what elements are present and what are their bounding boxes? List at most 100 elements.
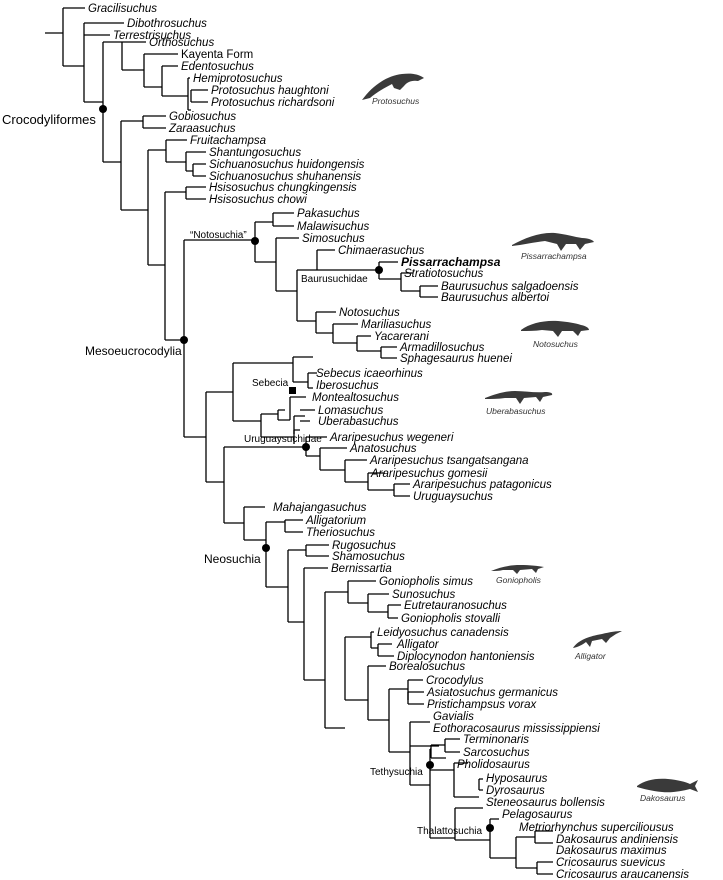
- clade-label-neosuchia: Neosuchia: [204, 552, 261, 566]
- taxon-label: Sunosuchus: [392, 589, 456, 601]
- taxon-label: Fruitachampsa: [190, 135, 266, 147]
- taxon-label: Simosuchus: [302, 233, 365, 245]
- taxon-label: Eothoracosaurus mississippiensi: [433, 723, 600, 735]
- dakosaurus-silhouette: Dakosaurus: [637, 778, 698, 803]
- taxon-label: Pakasuchus: [297, 208, 360, 220]
- silhouette-label: Uberabasuchus: [486, 406, 546, 416]
- taxon-label: Kayenta Form: [181, 49, 253, 61]
- taxon-label: Edentosuchus: [181, 61, 254, 73]
- taxon-label: Dakosaurus maximus: [556, 845, 667, 857]
- node-sebecia: [289, 387, 296, 394]
- taxon-label: Goniopholis simus: [379, 576, 473, 588]
- clade-labels: Crocodyliformes “Notosuchia” Baurusuchid…: [2, 112, 482, 837]
- taxon-label: Pholidosaurus: [457, 759, 530, 771]
- taxon-label: Uruguaysuchus: [413, 491, 493, 503]
- taxon-label: Baurusuchus salgadoensis: [441, 281, 579, 293]
- taxon-label: Araripesuchus gomesii: [370, 468, 488, 480]
- taxon-label: Hyposaurus: [486, 773, 548, 785]
- silhouette-label: Notosuchus: [533, 339, 579, 349]
- taxon-label: Pristichampsus vorax: [427, 699, 538, 711]
- taxon-label: Lomasuchus: [318, 405, 383, 417]
- taxon-label: Sphagesaurus huenei: [400, 353, 512, 365]
- taxon-label: Gavialis: [433, 711, 474, 723]
- node-crocodyliformes: [99, 105, 107, 113]
- silhouette-label: Protosuchus: [372, 96, 420, 106]
- taxon-label: Montealtosuchus: [312, 392, 399, 404]
- taxon-label: Terrestrisuchus: [113, 30, 191, 42]
- clade-label-sebecia: Sebecia: [252, 378, 289, 389]
- taxon-label: Notosuchus: [339, 307, 400, 319]
- notosuchus-silhouette: Notosuchus: [521, 320, 589, 349]
- silhouettes: Protosuchus Pissarrachampsa Notosuchus U…: [362, 73, 698, 803]
- clade-label-tethysuchia: Tethysuchia: [370, 767, 423, 778]
- taxon-label: Gracilisuchus: [88, 3, 157, 15]
- taxon-label: Goniopholis stovalli: [401, 613, 501, 625]
- taxon-label: Hsisosuchus chungkingensis: [209, 182, 357, 194]
- taxon-label: Araripesuchus wegeneri: [329, 432, 454, 444]
- taxon-label: Hsisosuchus chowi: [209, 194, 307, 206]
- taxon-label: Shantungosuchus: [209, 147, 301, 159]
- taxon-label: Asiatosuchus germanicus: [426, 687, 558, 699]
- taxon-label: Sichuanosuchus huidongensis: [209, 159, 365, 171]
- node-markers: [99, 105, 494, 832]
- goniopholis-silhouette: Goniopholis: [491, 565, 544, 585]
- taxon-label: Iberosuchus: [316, 380, 379, 392]
- taxon-label: Sebecus icaeorhinus: [316, 368, 423, 380]
- taxon-label: Cricosaurus suevicus: [556, 857, 666, 869]
- silhouette-label: Alligator: [574, 651, 607, 661]
- taxon-label: Chimaerasuchus: [338, 245, 425, 257]
- taxon-label: Terminonaris: [463, 734, 529, 746]
- taxon-label: Stratiotosuchus: [404, 268, 484, 280]
- clade-label-uruguaysuchidae: Uruguaysuchidae: [244, 434, 322, 445]
- taxon-label-pissarrachampsa: Pissarrachampsa: [401, 255, 501, 269]
- taxon-label: Dyrosaurus: [486, 785, 545, 797]
- taxon-label: Sichuanosuchus shuhanensis: [209, 171, 361, 183]
- taxon-label: Mariliasuchus: [361, 319, 432, 331]
- taxon-label: Crocodylus: [426, 675, 484, 687]
- silhouette-label: Goniopholis: [496, 575, 542, 585]
- taxon-label: Rugosuchus: [332, 540, 396, 552]
- taxon-labels: Gracilisuchus Dibothrosuchus Terrestrisu…: [88, 3, 689, 880]
- taxon-label: Borealosuchus: [389, 661, 465, 673]
- node-mesoeucrocodylia: [180, 336, 188, 344]
- taxon-label: Araripesuchus tsangatsangana: [369, 455, 529, 467]
- taxon-label: Protosuchus richardsoni: [211, 97, 335, 109]
- taxon-label: Orthosuchus: [149, 37, 214, 49]
- taxon-label: Pelagosaurus: [502, 809, 573, 821]
- uberabasuchus-silhouette: Uberabasuchus: [485, 391, 553, 416]
- taxon-label: Eutretauranosuchus: [404, 600, 507, 612]
- taxon-label: Dakosaurus andiniensis: [556, 834, 678, 846]
- taxon-label: Zaraasuchus: [168, 123, 236, 135]
- taxon-label: Gobiosuchus: [169, 111, 236, 123]
- taxon-label: Dibothrosuchus: [127, 18, 207, 30]
- taxon-label: Diplocynodon hantoniensis: [397, 651, 535, 663]
- clade-label-thalattosuchia: Thalattosuchia: [417, 826, 482, 837]
- taxon-label: Anatosuchus: [349, 443, 417, 455]
- clade-label-mesoeucrocodylia: Mesoeucrocodylia: [85, 344, 182, 358]
- node-baurusuchidae: [375, 266, 383, 274]
- tree-branches: [45, 7, 553, 875]
- taxon-label: Uberabasuchus: [318, 416, 399, 428]
- node-thalattosuchia: [486, 824, 494, 832]
- taxon-label: Bernissartia: [331, 563, 392, 575]
- taxon-label: Sarcosuchus: [463, 747, 530, 759]
- taxon-label: Araripesuchus patagonicus: [412, 479, 552, 491]
- silhouette-label: Dakosaurus: [640, 793, 686, 803]
- taxon-label: Cricosaurus araucanensis: [556, 869, 689, 880]
- taxon-label: Steneosaurus bollensis: [486, 797, 605, 809]
- taxon-label: Shamosuchus: [332, 551, 405, 563]
- taxon-label: Metriorhynchus superciliousus: [519, 822, 674, 834]
- alligator-silhouette: Alligator: [573, 631, 622, 661]
- silhouette-label: Pissarrachampsa: [521, 251, 587, 261]
- pissarrachampsa-silhouette: Pissarrachampsa: [512, 232, 594, 261]
- taxon-label: Theriosuchus: [306, 527, 375, 539]
- taxon-label: Malawisuchus: [297, 221, 369, 233]
- taxon-label: Baurusuchus albertoi: [441, 292, 549, 304]
- node-tethysuchia: [426, 761, 434, 769]
- node-notosuchia: [251, 237, 259, 245]
- clade-label-notosuchia: “Notosuchia”: [190, 230, 247, 241]
- taxon-label: Mahajangasuchus: [273, 502, 367, 514]
- taxon-label: Alligatorium: [305, 515, 366, 527]
